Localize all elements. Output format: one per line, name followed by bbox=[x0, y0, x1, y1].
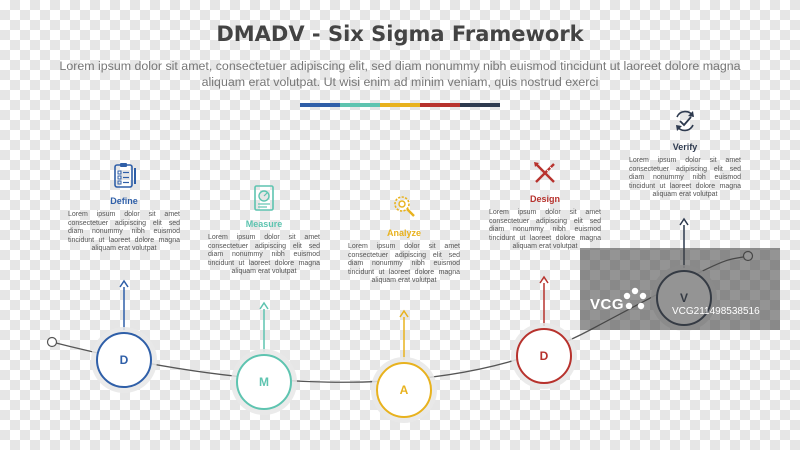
step-description: Lorem ipsum dolor sit amet consectetuer … bbox=[629, 157, 741, 199]
page-subtitle: Lorem ipsum dolor sit amet, consectetuer… bbox=[59, 59, 741, 89]
watermark-overlay bbox=[580, 248, 780, 330]
pencil-ruler-icon bbox=[534, 162, 555, 183]
magnifier-gear-icon bbox=[394, 196, 415, 217]
step-label: Analyze bbox=[386, 228, 421, 238]
step-node-letter: D bbox=[540, 349, 549, 363]
step-measure: Measure Lorem ipsum dolor sit amet conse… bbox=[208, 183, 320, 277]
step-verify: Verify Lorem ipsum dolor sit amet consec… bbox=[629, 106, 741, 200]
watermark-logo-text: VCG bbox=[590, 296, 625, 313]
step-node-circle bbox=[236, 354, 292, 410]
color-bar-segment bbox=[380, 103, 420, 107]
step-define: Define Lorem ipsum dolor sit amet consec… bbox=[68, 160, 180, 254]
page-title: DMADV - Six Sigma Framework bbox=[216, 22, 584, 46]
step-node-circle bbox=[516, 328, 572, 384]
refresh-check-icon bbox=[676, 110, 694, 132]
clipboard-checklist-icon bbox=[114, 163, 136, 188]
step-node-circle bbox=[96, 332, 152, 388]
step-arrow-head bbox=[679, 217, 689, 226]
step-node-letter: A bbox=[400, 383, 409, 397]
color-bar bbox=[300, 103, 500, 107]
color-bar-segment bbox=[300, 103, 340, 107]
step-description: Lorem ipsum dolor sit amet consectetuer … bbox=[489, 209, 601, 251]
curve-start-dot bbox=[46, 336, 58, 348]
step-analyze: Analyze Lorem ipsum dolor sit amet conse… bbox=[348, 192, 460, 286]
step-description: Lorem ipsum dolor sit amet consectetuer … bbox=[208, 234, 320, 276]
step-label: Verify bbox=[672, 142, 698, 152]
measure-document-icon bbox=[254, 185, 274, 211]
step-description: Lorem ipsum dolor sit amet consectetuer … bbox=[68, 211, 180, 253]
step-arrow-head bbox=[399, 309, 409, 318]
step-node-letter: D bbox=[120, 353, 129, 367]
step-design: Design Lorem ipsum dolor sit amet consec… bbox=[489, 158, 601, 252]
step-label: Design bbox=[529, 194, 560, 204]
color-bar-segment bbox=[340, 103, 380, 107]
step-description: Lorem ipsum dolor sit amet consectetuer … bbox=[348, 243, 460, 285]
step-arrow-head bbox=[259, 301, 269, 310]
color-bar-segment bbox=[460, 103, 500, 107]
step-node-circle bbox=[376, 362, 432, 418]
step-label: Define bbox=[110, 196, 138, 206]
step-arrow-head bbox=[539, 275, 549, 284]
color-bar-segment bbox=[420, 103, 460, 107]
watermark-id: VCG211498538516 bbox=[672, 306, 760, 317]
step-label: Measure bbox=[245, 219, 283, 229]
step-arrow-head bbox=[119, 279, 129, 288]
step-node-letter: M bbox=[259, 375, 269, 389]
watermark-logo-icon bbox=[623, 287, 647, 310]
